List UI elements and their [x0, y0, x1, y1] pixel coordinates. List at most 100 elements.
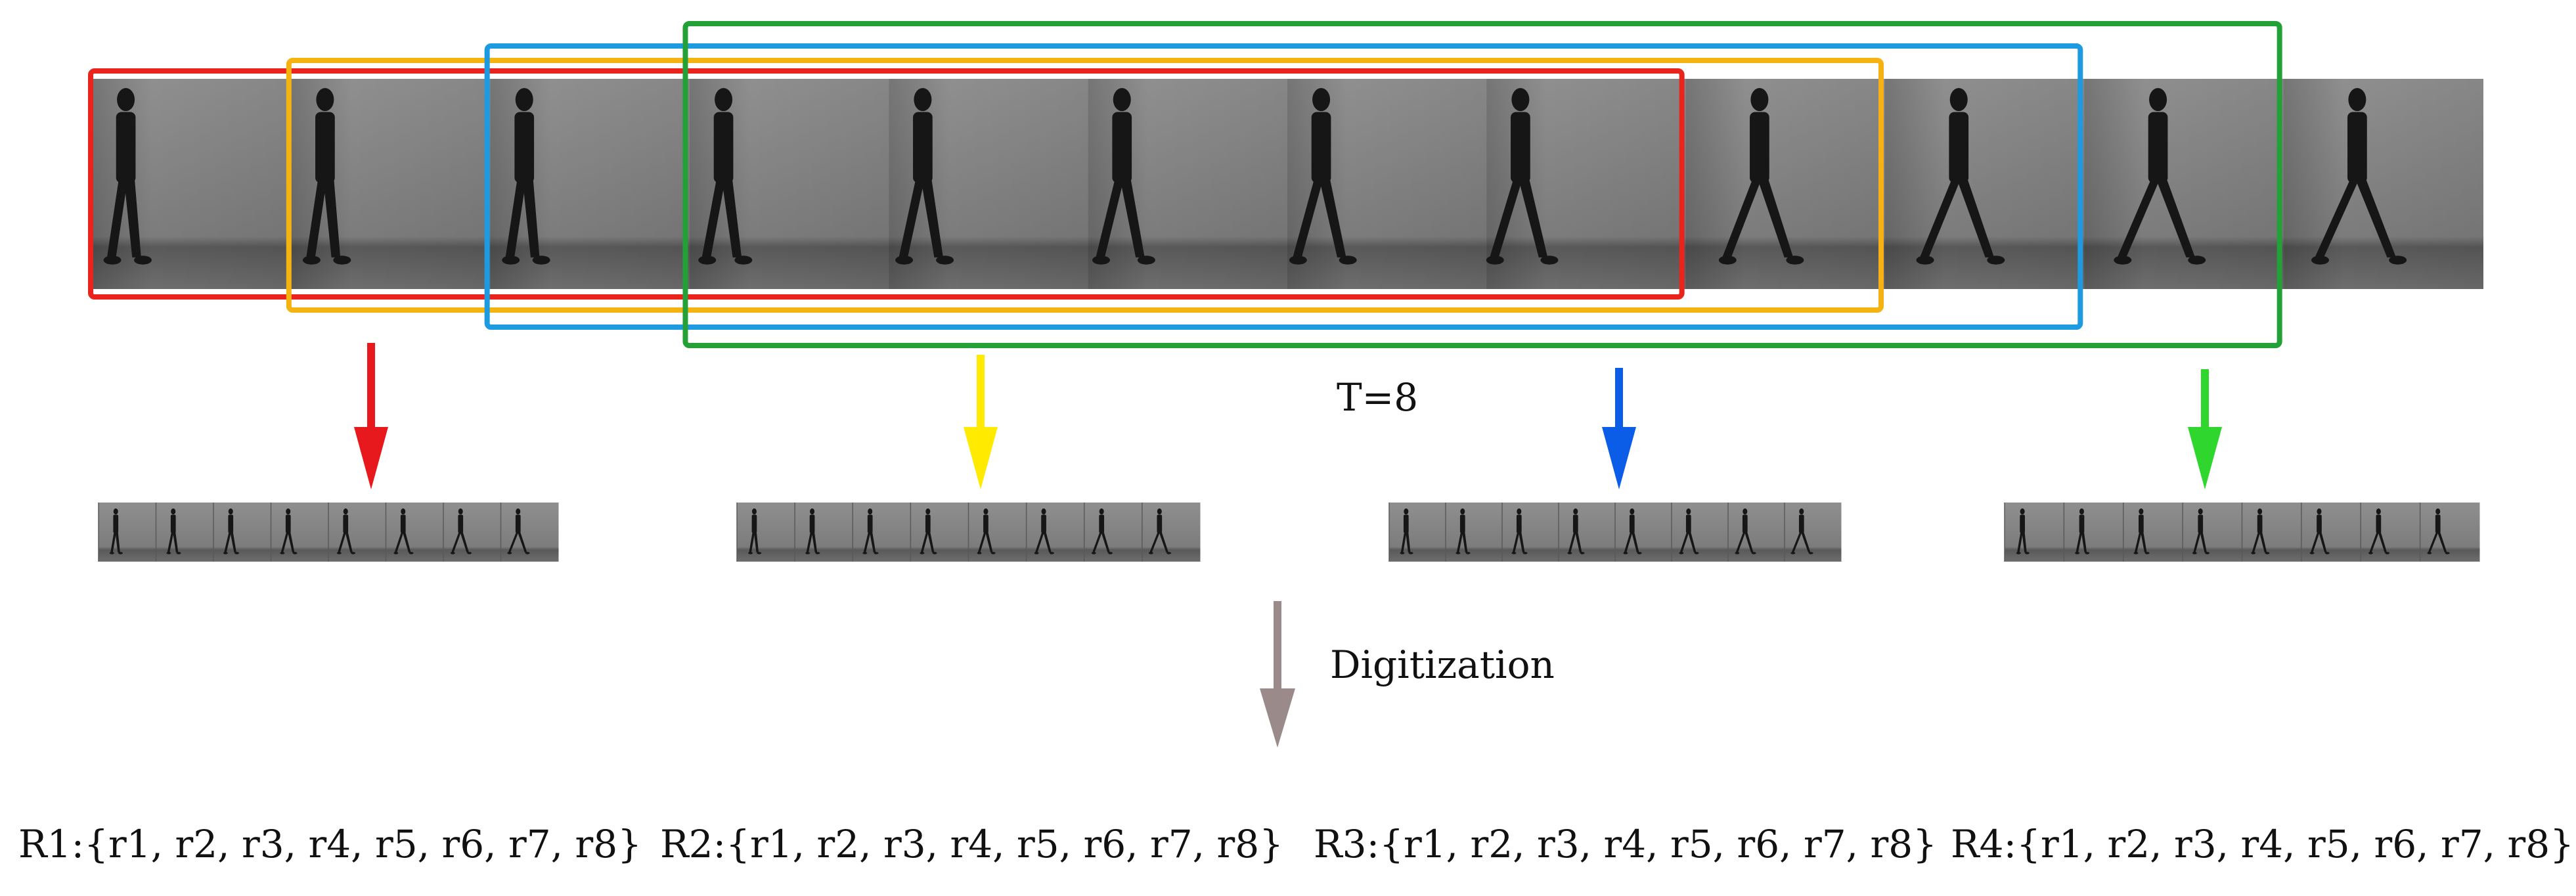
sequence-name: R3 — [1314, 822, 1367, 866]
video-frame — [1088, 79, 1288, 289]
walking-person — [698, 88, 753, 265]
video-frame — [92, 79, 292, 289]
sampled-frame — [1388, 503, 1446, 562]
sampled-frame — [1614, 503, 1672, 562]
video-frame — [1885, 79, 2085, 289]
sequence-sets: R1:{r1, r2, r3, r4, r5, r6, r7, r8} R2:{… — [18, 822, 2574, 866]
sliding-window-3 — [484, 43, 2083, 330]
walking-person — [2192, 508, 2210, 554]
sampled-frame — [270, 503, 329, 562]
walking-person — [1091, 508, 1113, 554]
walking-person — [1511, 508, 1528, 554]
sampled-frame — [1501, 503, 1559, 562]
walking-person — [895, 88, 954, 265]
sampled-frame — [736, 503, 795, 562]
sampled-frame — [967, 503, 1027, 562]
walking-person — [1790, 508, 1813, 554]
sampled-strips — [98, 503, 2480, 562]
walking-person — [2133, 508, 2150, 554]
walking-person — [862, 508, 879, 554]
walking-person — [805, 508, 820, 554]
window-length-label: T=8 — [1337, 375, 1418, 420]
sequence-items: {r1, r2, r3, r4, r5, r6, r7, r8} — [84, 822, 642, 866]
walking-person — [1289, 88, 1357, 265]
sampled-frame — [98, 503, 156, 562]
sampled-frame — [1671, 503, 1729, 562]
sequence-items: {r1, r2, r3, r4, r5, r6, r7, r8} — [726, 822, 1283, 866]
walking-person — [393, 508, 414, 554]
video-frame-strip — [92, 79, 2483, 289]
video-frame — [1287, 79, 1488, 289]
walking-person — [2016, 508, 2030, 554]
digitization-arrow — [1260, 601, 1295, 748]
walking-person — [336, 508, 356, 554]
walking-person — [1148, 508, 1172, 554]
walking-person — [2251, 508, 2270, 554]
down-arrow-1 — [354, 343, 388, 489]
sampled-frame — [1558, 503, 1616, 562]
walking-person — [1735, 508, 1756, 554]
sampled-frame — [213, 503, 271, 562]
sampled-frame — [910, 503, 969, 562]
sampled-strip-4 — [2004, 503, 2480, 562]
walking-person — [1916, 88, 2005, 265]
sampled-frame — [385, 503, 444, 562]
sequence-name: R1 — [18, 822, 72, 866]
video-frame — [690, 79, 890, 289]
sampled-frame — [2063, 503, 2124, 562]
down-arrow-3 — [1602, 368, 1636, 489]
sequence-set-r3: R3:{r1, r2, r3, r4, r5, r6, r7, r8} — [1314, 822, 1937, 866]
walking-person — [977, 508, 996, 554]
walking-person — [450, 508, 472, 554]
sequence-items: {r1, r2, r3, r4, r5, r6, r7, r8} — [1379, 822, 1937, 866]
walking-person — [103, 88, 152, 265]
sampled-frame — [2301, 503, 2361, 562]
walking-person — [1034, 508, 1054, 554]
sequence-set-r1: R1:{r1, r2, r3, r4, r5, r6, r7, r8} — [18, 822, 642, 866]
walking-person — [1679, 508, 1699, 554]
walking-person — [507, 508, 530, 554]
walking-person — [748, 508, 762, 554]
sampled-frame — [852, 503, 911, 562]
sampled-frame — [2123, 503, 2183, 562]
video-frame — [1486, 79, 1687, 289]
sliding-windows — [88, 21, 2282, 348]
sampled-frame — [2241, 503, 2302, 562]
walking-person — [2309, 508, 2330, 554]
sequence-name: R4 — [1951, 822, 2004, 866]
sampled-frame — [794, 503, 853, 562]
walking-person — [2427, 508, 2450, 554]
sequence-items: {r1, r2, r3, r4, r5, r6, r7, r8} — [2016, 822, 2574, 866]
sampled-strip-1 — [98, 503, 559, 562]
sampled-frame — [1142, 503, 1201, 562]
sampled-frame — [1025, 503, 1085, 562]
walking-person — [1486, 88, 1559, 265]
sampled-frame — [443, 503, 501, 562]
sliding-window-1 — [88, 68, 1685, 300]
walking-person — [2114, 88, 2206, 265]
walking-person — [2075, 508, 2090, 554]
window-arrows — [354, 343, 2222, 489]
video-frame — [2084, 79, 2284, 289]
walking-person — [280, 508, 298, 554]
walking-person — [109, 508, 123, 554]
sliding-window-2 — [286, 58, 1884, 313]
walking-person — [2368, 508, 2390, 554]
sampled-frame — [1084, 503, 1143, 562]
video-frame — [1685, 79, 1886, 289]
sampled-frame — [2004, 503, 2064, 562]
video-frame — [490, 79, 690, 289]
sequence-set-r4: R4:{r1, r2, r3, r4, r5, r6, r7, r8} — [1951, 822, 2574, 866]
video-frame — [2283, 79, 2483, 289]
sequence-name: R2 — [660, 822, 713, 866]
sliding-window-4 — [682, 21, 2282, 348]
sampled-frame — [1445, 503, 1503, 562]
walking-person — [1567, 508, 1585, 554]
sampled-strip-3 — [1388, 503, 1842, 562]
walking-person — [302, 88, 351, 265]
sampled-frame — [500, 503, 559, 562]
sampled-strip-2 — [736, 503, 1201, 562]
walking-person — [502, 88, 550, 265]
sequence-set-r2: R2:{r1, r2, r3, r4, r5, r6, r7, r8} — [660, 822, 1283, 866]
